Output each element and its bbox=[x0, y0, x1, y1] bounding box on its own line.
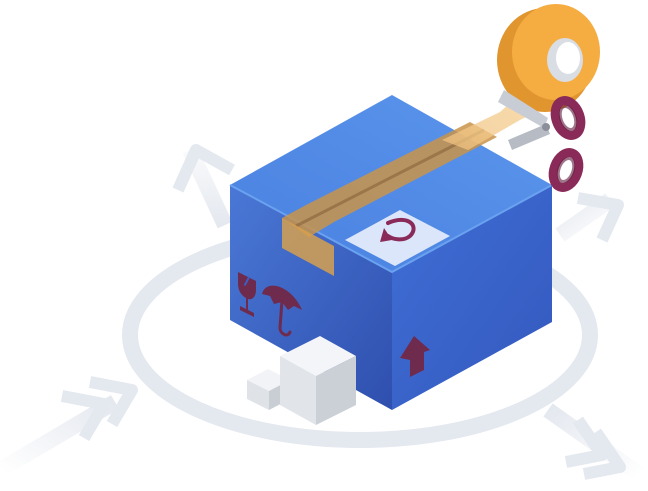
this-side-up-arrow-icon bbox=[400, 336, 430, 377]
return-label bbox=[345, 210, 450, 266]
box-edge-highlight bbox=[229, 184, 553, 274]
outgoing-chevron-bottom-2 bbox=[582, 428, 626, 480]
box-right-face bbox=[392, 185, 552, 410]
tape-strip-front bbox=[282, 218, 334, 276]
umbrella-icon bbox=[262, 285, 302, 337]
incoming-chevron bbox=[60, 390, 110, 442]
outgoing-chevron-bottom bbox=[564, 416, 608, 468]
tape-roll-hole bbox=[556, 42, 580, 74]
small-box-b-front bbox=[280, 356, 316, 425]
scissors-icon bbox=[498, 90, 586, 192]
scissors-handles bbox=[548, 96, 586, 192]
small-box-b-top bbox=[280, 336, 356, 376]
small-box-a-top bbox=[247, 369, 290, 391]
tape-roll-icon bbox=[497, 4, 600, 112]
small-boxes-icon bbox=[247, 336, 356, 425]
scissors-blade-1 bbox=[498, 90, 548, 128]
return-arrow-icon bbox=[380, 217, 416, 242]
box-seam bbox=[295, 128, 485, 228]
outgoing-chevron-right bbox=[576, 192, 624, 243]
small-box-b-side bbox=[316, 356, 356, 425]
package-box-icon bbox=[229, 95, 553, 410]
scissors-blade-2 bbox=[508, 124, 550, 150]
small-box-a-front bbox=[247, 380, 269, 410]
scissors-pivot bbox=[542, 123, 550, 131]
fragile-glass-icon bbox=[238, 272, 256, 317]
incoming-chevron-2 bbox=[88, 376, 138, 428]
outgoing-chevron-top bbox=[172, 144, 235, 193]
